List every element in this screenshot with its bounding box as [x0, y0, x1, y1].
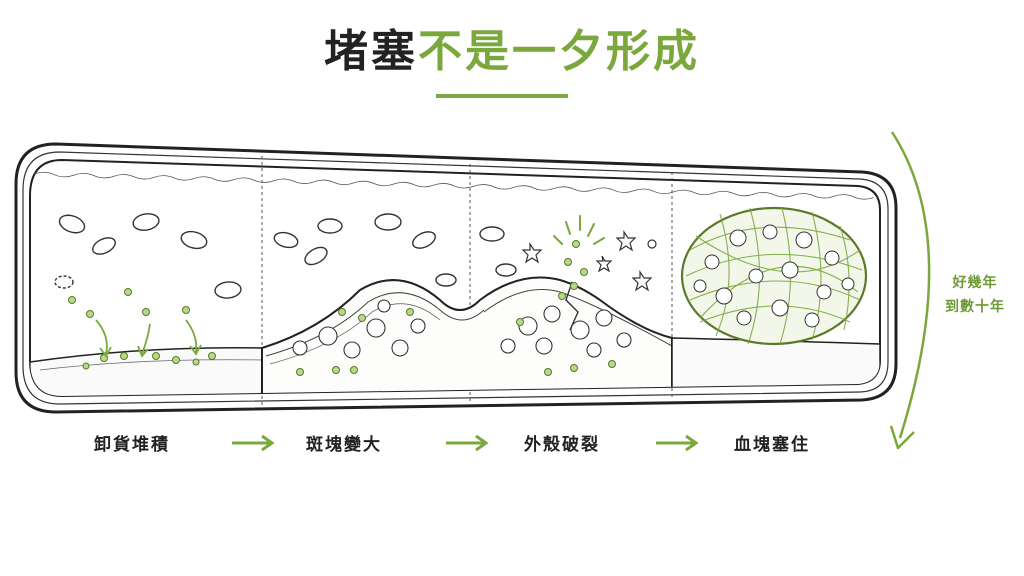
- title-green-part: 不是一夕形成: [418, 26, 700, 77]
- vessel-middle-wall: [22, 151, 889, 405]
- stage-label-3: 外殼破裂: [524, 435, 600, 455]
- plaque-rupture: [565, 281, 579, 331]
- rupture-burst: [553, 215, 605, 245]
- stage-label-2: 斑塊變大: [306, 435, 382, 455]
- stage4-deposit: [671, 337, 880, 396]
- blood-cells: [54, 213, 517, 299]
- lipid-particles: [68, 240, 616, 376]
- timeline-arc: [890, 131, 931, 439]
- timeline-arrowhead: [889, 425, 915, 450]
- debris-stars: [521, 230, 657, 292]
- stage1-deposit: [30, 347, 263, 396]
- thrombus-clot: [680, 206, 868, 346]
- stage2-plaque: [261, 276, 673, 396]
- stage-label-4: 血塊塞住: [734, 435, 810, 455]
- stage-label-1: 卸貨堆積: [94, 435, 170, 455]
- arrow-right-icon: [446, 434, 489, 452]
- timeline-label-line1: 好幾年: [952, 275, 998, 291]
- arrow-right-icon: [232, 434, 275, 452]
- arrow-right-icon: [656, 434, 699, 452]
- title-underline: [436, 94, 568, 98]
- vessel-outer-wall: [14, 142, 898, 414]
- endothelium-top: [33, 171, 874, 200]
- title-dark-part: 堵塞: [324, 26, 418, 77]
- timeline-label-line2: 到數十年: [945, 299, 1005, 315]
- page-title: 堵塞不是一夕形成: [0, 22, 1024, 82]
- thrombus-cells: [693, 224, 855, 328]
- deposit-arrows: [95, 319, 202, 358]
